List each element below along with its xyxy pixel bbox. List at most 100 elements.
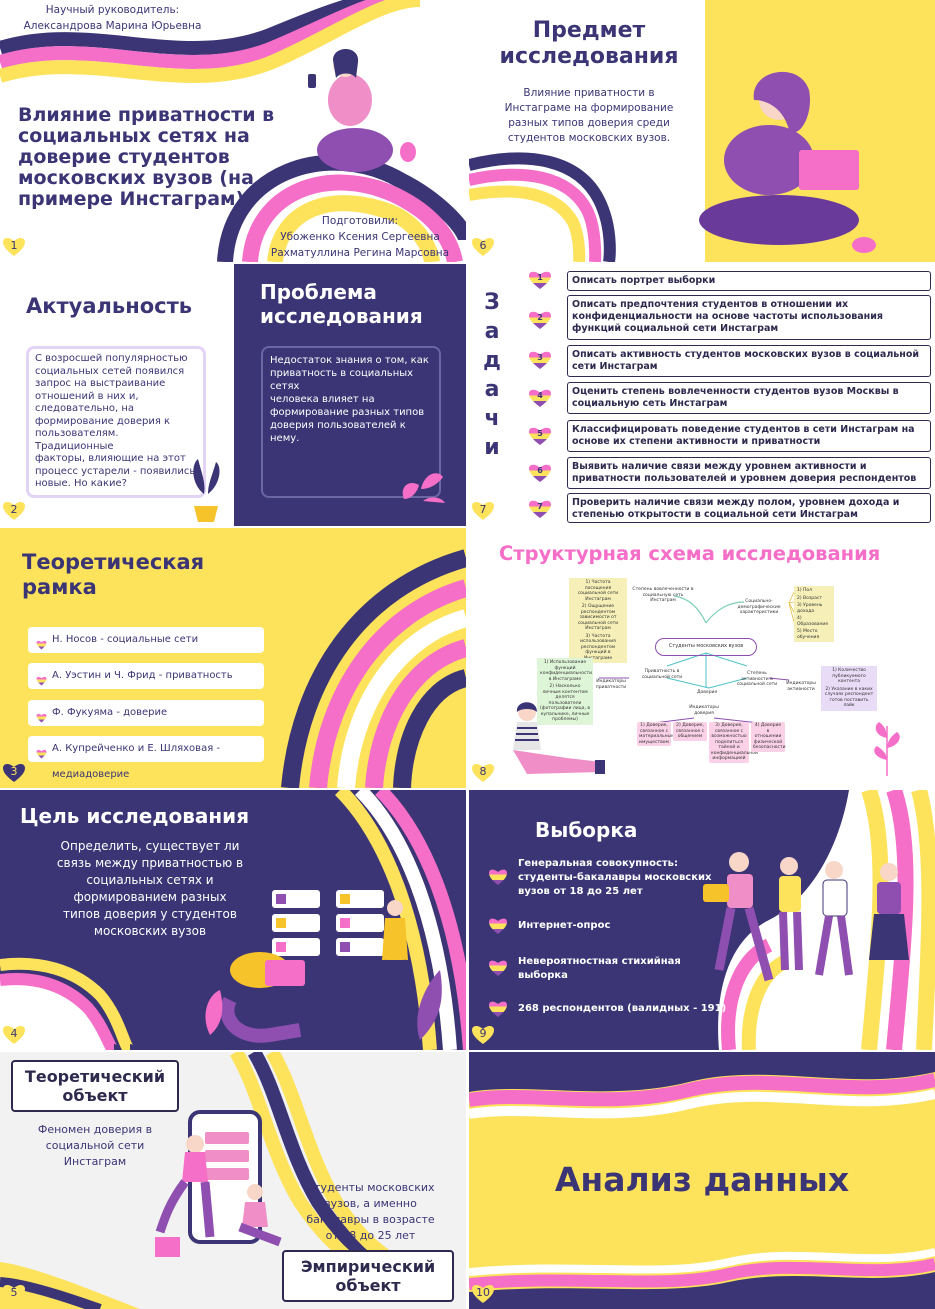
striped-heart-icon xyxy=(529,271,551,289)
striped-heart-icon xyxy=(529,500,551,518)
scheme-item: 2) Доверие, связанное с общением xyxy=(673,722,707,741)
body-line: от 18 до 25 лет xyxy=(325,1229,416,1242)
scheme-item: 1) Частота посещения социальной сети Инс… xyxy=(577,580,619,602)
sample-item-line: Невероятностная стихийная xyxy=(518,956,681,967)
body-line: связь между приватностью в xyxy=(56,856,244,870)
slide-body: Определить, существует ли связь между пр… xyxy=(50,838,250,940)
title-line: Теоретический xyxy=(24,1067,166,1086)
scheme-item: 4) Доверие в отношении физической безопа… xyxy=(751,722,786,752)
body-line: формированием разных xyxy=(73,890,227,904)
task-number-heart: 4 xyxy=(528,388,552,408)
slide-number: 6 xyxy=(471,236,495,258)
empirical-object-body: Студенты московских вузов, а именно бака… xyxy=(288,1180,453,1244)
slide-number: 4 xyxy=(2,1024,26,1046)
framework-item-label: А. Купрейченко и Е. Шляховая - медиадове… xyxy=(52,743,221,780)
body-line: доверия пользователей к нему. xyxy=(270,420,406,444)
sample-item-line: 268 респондентов (валидных - 191) xyxy=(518,1003,727,1014)
wave-decoration xyxy=(0,790,466,1050)
scheme-node: Доверие xyxy=(697,690,718,695)
body-line: социальной сети xyxy=(45,1139,145,1152)
striped-heart-icon xyxy=(529,464,551,482)
slide-5: Теоретический объект Феномен доверия в с… xyxy=(0,1052,466,1309)
slide-number: 1 xyxy=(2,236,26,258)
heart-icon xyxy=(472,502,494,520)
slide-8: Структурная схема исследования Студенты … xyxy=(469,528,935,788)
scheme-item: 3) Уровень дохода xyxy=(797,603,823,614)
slide-6: Предмет исследования Влияние приватности… xyxy=(469,0,935,262)
socdem-list: 1) Пол 2) Возраст 3) Уровень дохода 4) О… xyxy=(794,586,834,642)
sample-item: Интернет-опрос xyxy=(518,919,610,933)
scheme-item: 4) Образование xyxy=(797,616,829,627)
scheme-item: 2) Указание в каких случаях респондент г… xyxy=(824,686,874,709)
framework-item: А. Купрейченко и Е. Шляховая - медиадове… xyxy=(28,736,264,780)
striped-heart-icon xyxy=(489,869,507,885)
striped-heart-icon xyxy=(36,635,47,650)
striped-heart-icon xyxy=(36,708,47,723)
body-line: Феномен доверия в xyxy=(37,1123,153,1136)
framework-item-label: А. Уэстин и Ч. Фрид - приватность xyxy=(52,670,233,681)
sample-item: Генеральная совокупность: студенты-бакал… xyxy=(518,857,711,899)
scheme-item: 1) Количество публикуемого контента xyxy=(832,668,866,684)
body-card: Недостаток знания о том, как приватность… xyxy=(261,346,441,498)
striped-heart-icon xyxy=(529,351,551,369)
slide-title: Актуальность xyxy=(26,294,193,318)
body-line: следовательно, на xyxy=(35,403,135,414)
theoretical-object-box: Теоретический объект xyxy=(11,1060,179,1112)
vertical-title: З а д а ч и xyxy=(479,288,505,462)
heart-icon xyxy=(3,502,25,520)
title-line: Теоретическая xyxy=(22,550,205,574)
slide-number: 8 xyxy=(471,762,495,784)
scheme-node: Приватность в социальной сети xyxy=(641,669,683,680)
body-line: Определить, существует ли xyxy=(60,839,240,853)
slide-number: 7 xyxy=(471,500,495,522)
slide-title: Цель исследования xyxy=(20,804,250,828)
presentation-title: Влияние приватности в социальных сетях н… xyxy=(18,105,298,210)
scheme-node: Индикаторы активности xyxy=(786,681,816,692)
framework-item-label: Н. Носов - социальные сети xyxy=(52,634,199,645)
sample-bullet xyxy=(488,917,508,935)
task-item: Классифицировать поведение студентов в с… xyxy=(567,420,931,452)
scheme-node: Степень активности в социальной сети xyxy=(736,671,778,687)
author-name: Рахматуллина Регина Марсовна xyxy=(270,247,450,259)
striped-heart-icon xyxy=(529,427,551,445)
framework-item-label: Ф. Фукуяма - доверие xyxy=(52,707,168,718)
striped-heart-icon xyxy=(36,671,47,686)
heart-icon xyxy=(472,238,494,256)
title-letter: З xyxy=(484,290,500,315)
title-line: Проблема xyxy=(260,280,377,304)
leaf-decoration xyxy=(402,473,445,503)
title-line: примере Инстаграм) xyxy=(18,188,245,210)
center-node: Студенты московских вузов xyxy=(655,638,757,656)
trust-list: 1) Доверие, связанное с материальным иму… xyxy=(637,722,787,766)
title-letter: а xyxy=(484,377,500,402)
body-line: формирование доверия к xyxy=(35,415,171,427)
sample-item-line: Генеральная совокупность: xyxy=(518,858,678,869)
engagement-list: 1) Частота посещения социальной сети Инс… xyxy=(569,578,627,663)
title-line: Эмпирический xyxy=(300,1257,436,1276)
heart-icon xyxy=(3,1026,25,1044)
title-line: объект xyxy=(62,1086,128,1105)
slide-title: Структурная схема исследования xyxy=(499,542,881,565)
title-line: социальных сетях на xyxy=(18,125,250,147)
heart-icon xyxy=(472,1285,494,1303)
body-line: Недостаток знания о том, как xyxy=(270,355,429,366)
task-item: Оценить степень вовлеченности студентов … xyxy=(567,382,931,414)
heart-icon xyxy=(3,1285,25,1303)
scheme-node: Индикаторы доверия xyxy=(689,705,719,716)
slide-9: Выборка 9 xyxy=(469,790,935,1050)
slide-number: 2 xyxy=(2,500,26,522)
body-line: Студенты московских xyxy=(306,1181,435,1194)
task-item: Выявить наличие связи между уровнем акти… xyxy=(567,457,931,489)
body-line: новые. Но какие? xyxy=(35,478,127,489)
slide-body: Влияние приватности в Инстаграме на форм… xyxy=(479,86,699,146)
heart-icon xyxy=(472,764,494,782)
slide-number: 10 xyxy=(471,1283,495,1305)
task-number-heart: 5 xyxy=(528,426,552,446)
body-line: социальных сетях и xyxy=(86,873,214,887)
sample-bullet xyxy=(488,868,508,886)
body-line: человека влияет на xyxy=(270,394,375,405)
body-line: разных типов доверия среди xyxy=(508,117,670,129)
author-name: Убоженко Ксения Сергеевна xyxy=(280,231,440,243)
body-line: запрос на выстраивание xyxy=(35,378,166,389)
